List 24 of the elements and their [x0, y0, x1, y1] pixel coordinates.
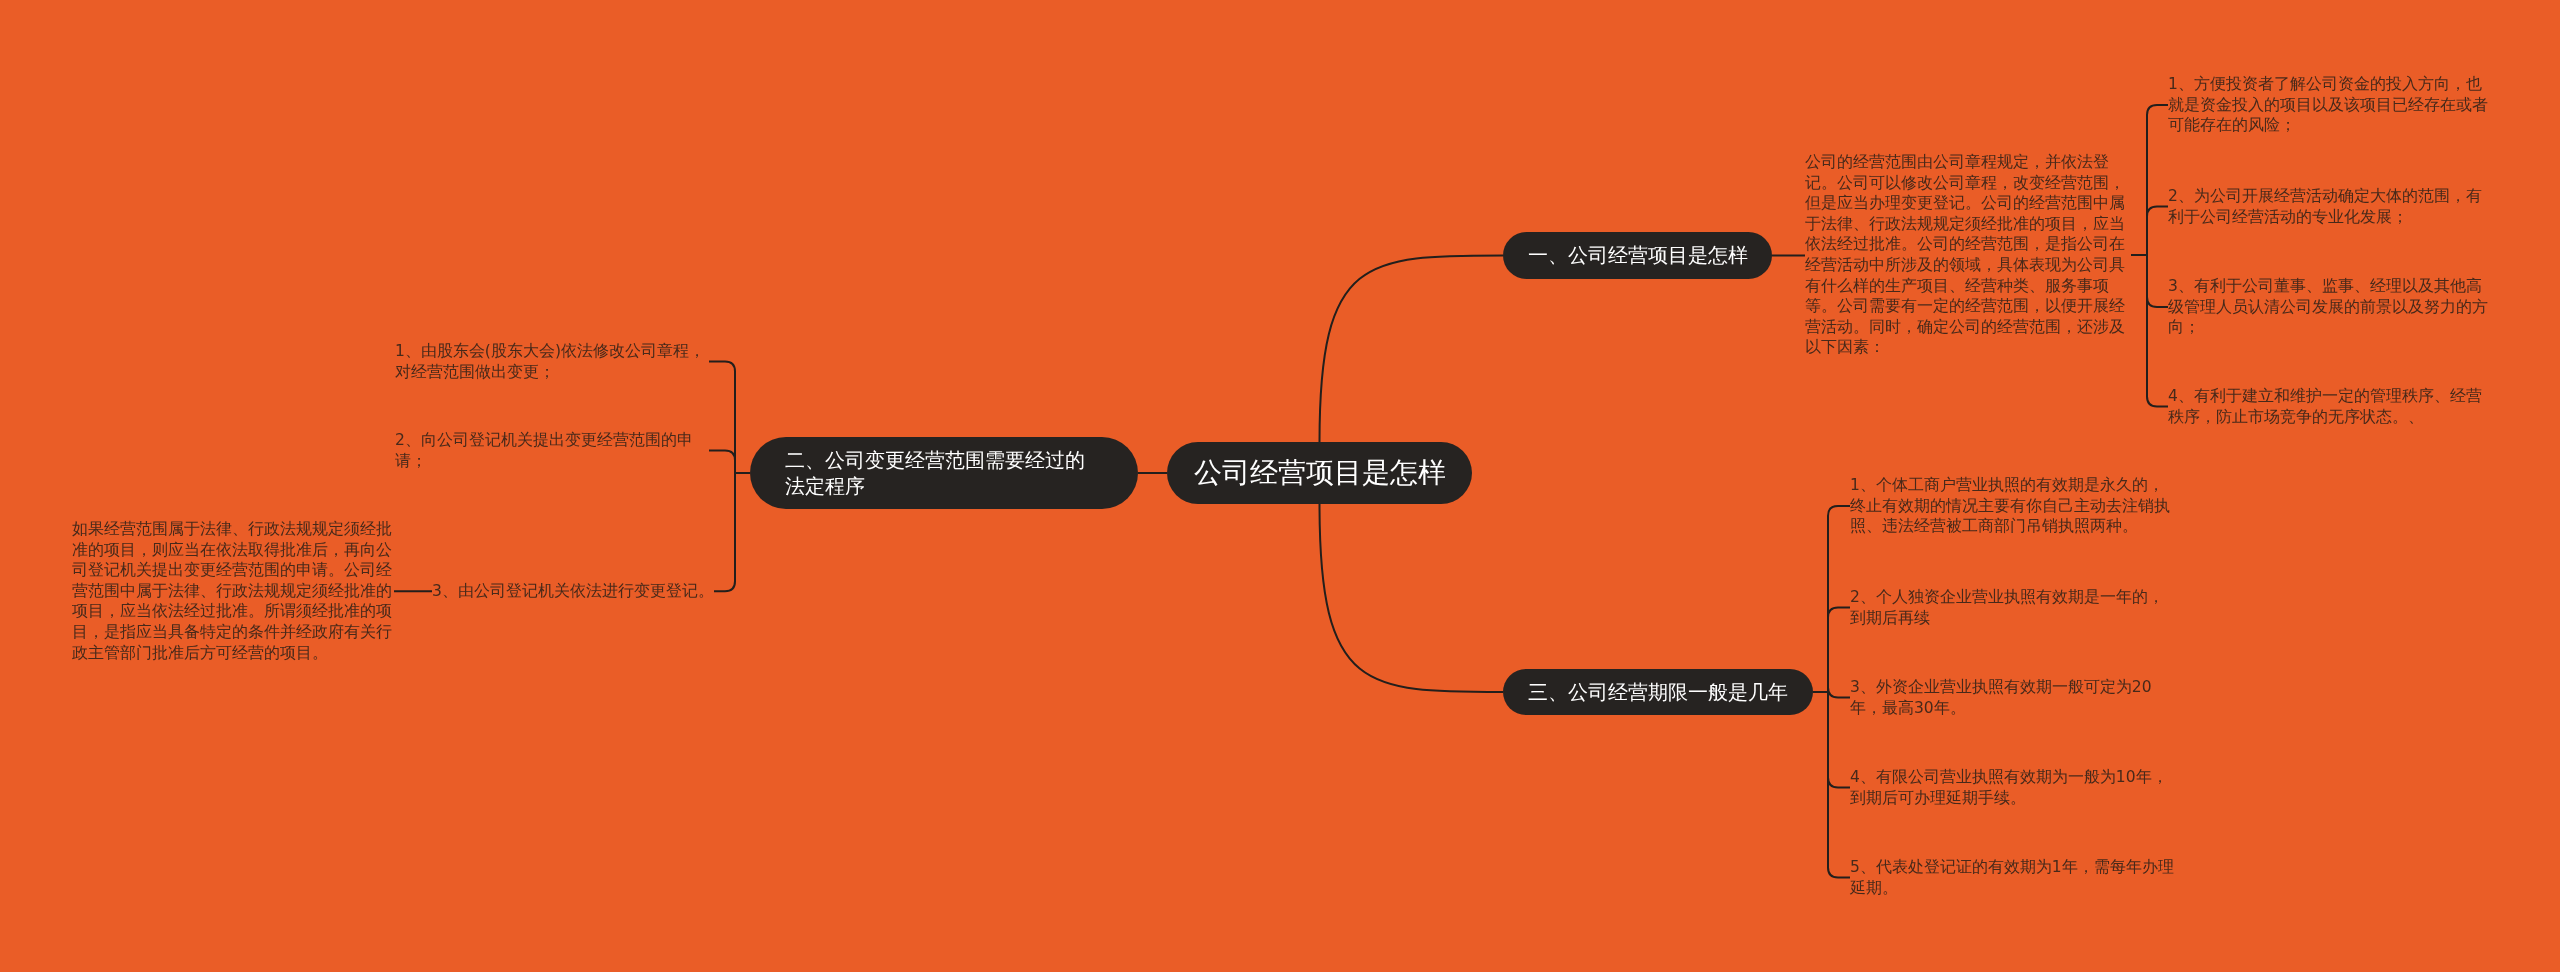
detail-text: 4、有利于建立和维护一定的管理秩序、经营秩序，防止市场竞争的无序状态。、 — [2168, 386, 2490, 428]
detail-text: 2、向公司登记机关提出变更经营范围的申请； — [395, 430, 709, 472]
connector-line — [1318, 254, 1504, 443]
central-topic: 公司经营项目是怎样 — [1167, 442, 1472, 504]
detail-text: 如果经营范围属于法律、行政法规规定须经批准的项目，则应当在依法取得批准后，再向公司登记机关提出变更经营范围的申请。公司经营范围中属于法律、行政法规规定须经批准的项目，应当依法经过批准。所谓须经批准的项目，是指应当具备特定的条件并经政府有关行政主管部门批准后方可经营的项目。 — [72, 519, 394, 664]
detail-text: 5、代表处登记证的有效期为1年，需每年办理延期。 — [1850, 857, 2176, 899]
detail-text: 1、由股东会(股东大会)依法修改公司章程，对经营范围做出变更； — [395, 341, 709, 383]
detail-text: 3、外资企业营业执照有效期一般可定为20年，最高30年。 — [1850, 677, 2176, 719]
branch-topic: 三、公司经营期限一般是几年 — [1503, 669, 1813, 715]
detail-text: 1、个体工商户营业执照的有效期是永久的，终止有效期的情况主要有你自己主动去注销执照、违法经营被工商部门吊销执照两种。 — [1850, 475, 2176, 537]
detail-text: 1、方便投资者了解公司资金的投入方向，也就是资金投入的项目以及该项目已经存在或者可能存在的风险； — [2168, 74, 2490, 136]
connector-line — [1812, 691, 1851, 879]
connector-line — [393, 590, 433, 593]
detail-text: 2、个人独资企业营业执照有效期是一年的，到期后再续 — [1850, 587, 2176, 629]
detail-text: 3、有利于公司董事、监事、经理以及其他高级管理人员认清公司发展的前景以及努力的方向； — [2168, 276, 2490, 338]
branch-topic: 二、公司变更经营范围需要经过的法定程序 — [750, 437, 1138, 509]
branch-topic: 一、公司经营项目是怎样 — [1503, 232, 1772, 279]
connector-line — [1318, 503, 1504, 693]
detail-text: 4、有限公司营业执照有效期为一般为10年，到期后可办理延期手续。 — [1850, 767, 2176, 809]
detail-text: 公司的经营范围由公司章程规定，并依法登记。公司可以修改公司章程，改变经营范围，但是应当办理变更登记。公司的经营范围中属于法律、行政法规规定须经批准的项目，应当依法经过批准。公司的经营范围，是指公司在经营活动中所涉及的领域，具体表现为公司具有什么样的生产项目、经营种类、服务事项等。公司需要有一定的经营范围，以便开展经营活动。同时，确定公司的经营范围，还涉及以下因素： — [1805, 152, 2131, 358]
connector-line — [1771, 254, 1806, 257]
detail-text: 2、为公司开展经营活动确定大体的范围，有利于公司经营活动的专业化发展； — [2168, 186, 2490, 228]
detail-text: 3、由公司登记机关依法进行变更登记。 — [432, 581, 714, 602]
connector-line — [1137, 472, 1168, 474]
